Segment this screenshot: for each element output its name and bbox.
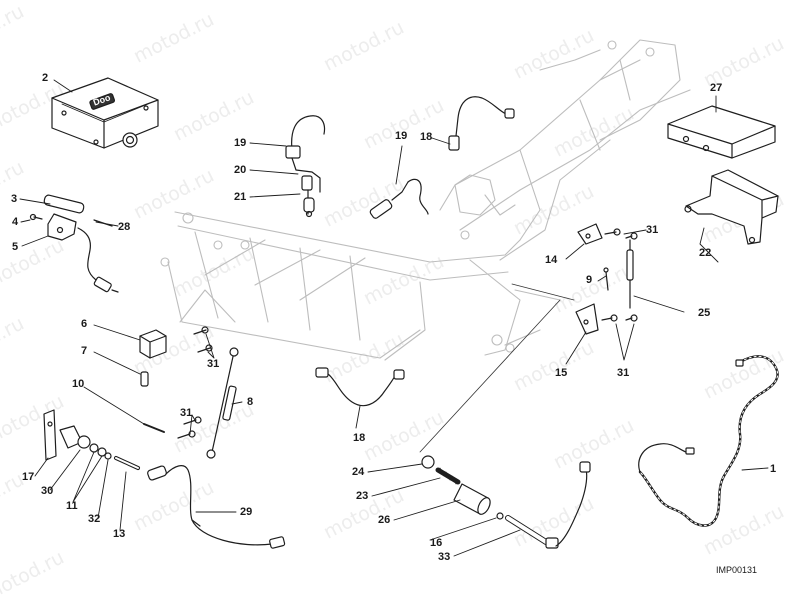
- callout-20: 20: [234, 164, 247, 176]
- callout-21: 21: [234, 191, 247, 203]
- callout-10: 10: [72, 378, 85, 390]
- electronic-box-27: [667, 105, 776, 159]
- callout-14: 14: [545, 254, 558, 266]
- callout-26: 26: [378, 514, 391, 526]
- callout-25: 25: [698, 307, 711, 319]
- callout-19b: 19: [395, 130, 408, 142]
- callout-17: 17: [22, 471, 35, 483]
- sensor-19-middle: [369, 178, 429, 219]
- callout-8: 8: [247, 396, 254, 408]
- callout-31a: 31: [207, 358, 220, 370]
- callout-4: 4: [12, 216, 19, 228]
- wiring-harness-1: [638, 355, 779, 527]
- callout-18b: 18: [353, 432, 366, 444]
- callout-30: 30: [41, 485, 54, 497]
- callout-7: 7: [81, 345, 88, 357]
- sensor-assembly-23-33: [421, 455, 591, 549]
- callout-28: 28: [118, 221, 131, 233]
- callout-22: 22: [699, 247, 712, 259]
- callout-2: 2: [42, 72, 49, 84]
- cable-18-lower: [315, 367, 405, 407]
- callout-9: 9: [586, 274, 593, 286]
- callout-19a: 19: [234, 137, 247, 149]
- callout-24: 24: [352, 466, 365, 478]
- cable-18-top: [448, 96, 515, 151]
- callout-31b: 31: [180, 407, 193, 419]
- diagram-code: IMP00131: [716, 565, 758, 575]
- callout-1: 1: [770, 463, 777, 475]
- callout-23: 23: [356, 490, 369, 502]
- cable-29: [165, 465, 286, 549]
- callout-29: 29: [240, 506, 253, 518]
- rod-8: [177, 326, 239, 459]
- callout-11a: 11: [66, 500, 78, 512]
- control-unit: [51, 77, 159, 149]
- callout-18a: 18: [420, 131, 433, 143]
- callout-5: 5: [12, 241, 19, 253]
- callout-27: 27: [710, 82, 723, 94]
- frame: [160, 39, 691, 361]
- leader-lines: [19, 79, 769, 557]
- callout-6: 6: [81, 318, 88, 330]
- callout-16: 16: [430, 537, 443, 549]
- switch-assembly: [43, 409, 167, 481]
- linkage-14-15-25: [575, 223, 638, 335]
- callout-31c: 31: [646, 224, 659, 236]
- sensor-19-20-21: [285, 115, 326, 218]
- callout-13: 13: [113, 528, 126, 540]
- callout-32: 32: [88, 513, 101, 525]
- sensor-3-4-5: [29, 194, 119, 293]
- reference-lines: [419, 283, 575, 453]
- callout-33: 33: [438, 551, 451, 563]
- callout-31d: 31: [617, 367, 630, 379]
- block-6-7: [139, 329, 167, 387]
- bracket-22: [684, 169, 779, 245]
- callout-3: 3: [11, 193, 18, 205]
- callout-15: 15: [555, 367, 568, 379]
